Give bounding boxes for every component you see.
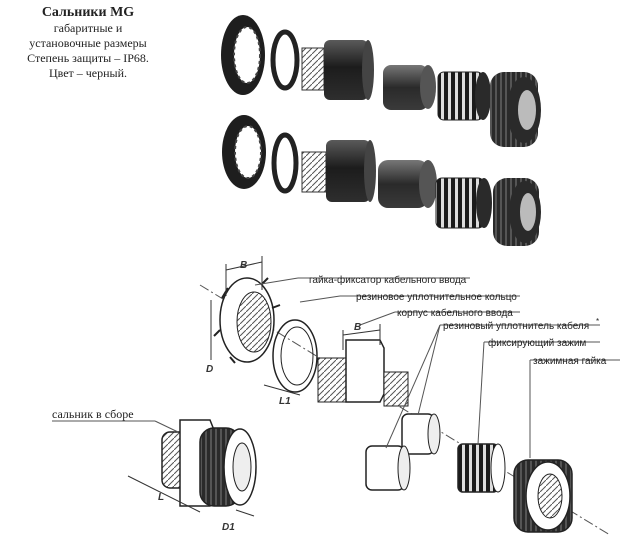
clamp-part [435, 177, 492, 229]
clamp-drawing [457, 443, 506, 493]
capnut-part [493, 178, 541, 246]
locknut-part [222, 115, 266, 189]
dimension-d1: D1 [222, 522, 235, 533]
locknut-drawing [213, 277, 281, 364]
locknut-part [221, 15, 265, 95]
assembled-label: сальник в сборе [52, 407, 134, 421]
oring-part [270, 29, 300, 91]
capnut-label: зажимная гайка [533, 356, 607, 367]
body-part [301, 40, 374, 100]
description-line-2: установочные размеры [29, 36, 147, 50]
oring-label: резиновое уплотнительное кольцо [356, 292, 517, 303]
clamp-part [437, 71, 491, 121]
description-line-1: габаритные и [53, 21, 123, 35]
capnut-drawing [513, 459, 573, 533]
description-block: Сальники MG габаритные и установочные ра… [4, 4, 172, 81]
dimension-b-body: B [354, 322, 361, 333]
oring-part [271, 132, 299, 194]
seal-drawing [365, 413, 441, 491]
body-drawing [317, 339, 409, 407]
photo-row-1 [221, 15, 541, 147]
dimension-l: L [158, 492, 164, 503]
technical-drawing [52, 256, 620, 536]
description-line-4: Цвет – черный. [48, 66, 128, 80]
body-label: корпус кабельного ввода [397, 307, 513, 319]
seal-part [383, 65, 436, 110]
photo-row-2 [222, 115, 541, 246]
capnut-part [490, 72, 541, 147]
dimension-lines [127, 256, 381, 517]
dimension-d: D [206, 364, 213, 375]
description-line-3: Степень защиты – IP68. [27, 51, 149, 65]
seal-label: резиновый уплотнитель кабеля [443, 320, 589, 332]
assembled-gland-drawing [161, 419, 257, 507]
leader-lines [52, 277, 620, 458]
body-part [301, 140, 376, 202]
clamp-label: фиксирующий зажим [488, 337, 586, 349]
seal-footnote-mark: * [596, 317, 599, 326]
dimension-b-locknut: B [240, 260, 247, 271]
locknut-label: гайка-фиксатор кабельного ввода [309, 274, 467, 286]
oring-drawing [272, 319, 318, 393]
dimension-l1: L1 [279, 396, 291, 407]
product-title: Сальники MG [41, 5, 135, 20]
seal-part [378, 160, 437, 208]
